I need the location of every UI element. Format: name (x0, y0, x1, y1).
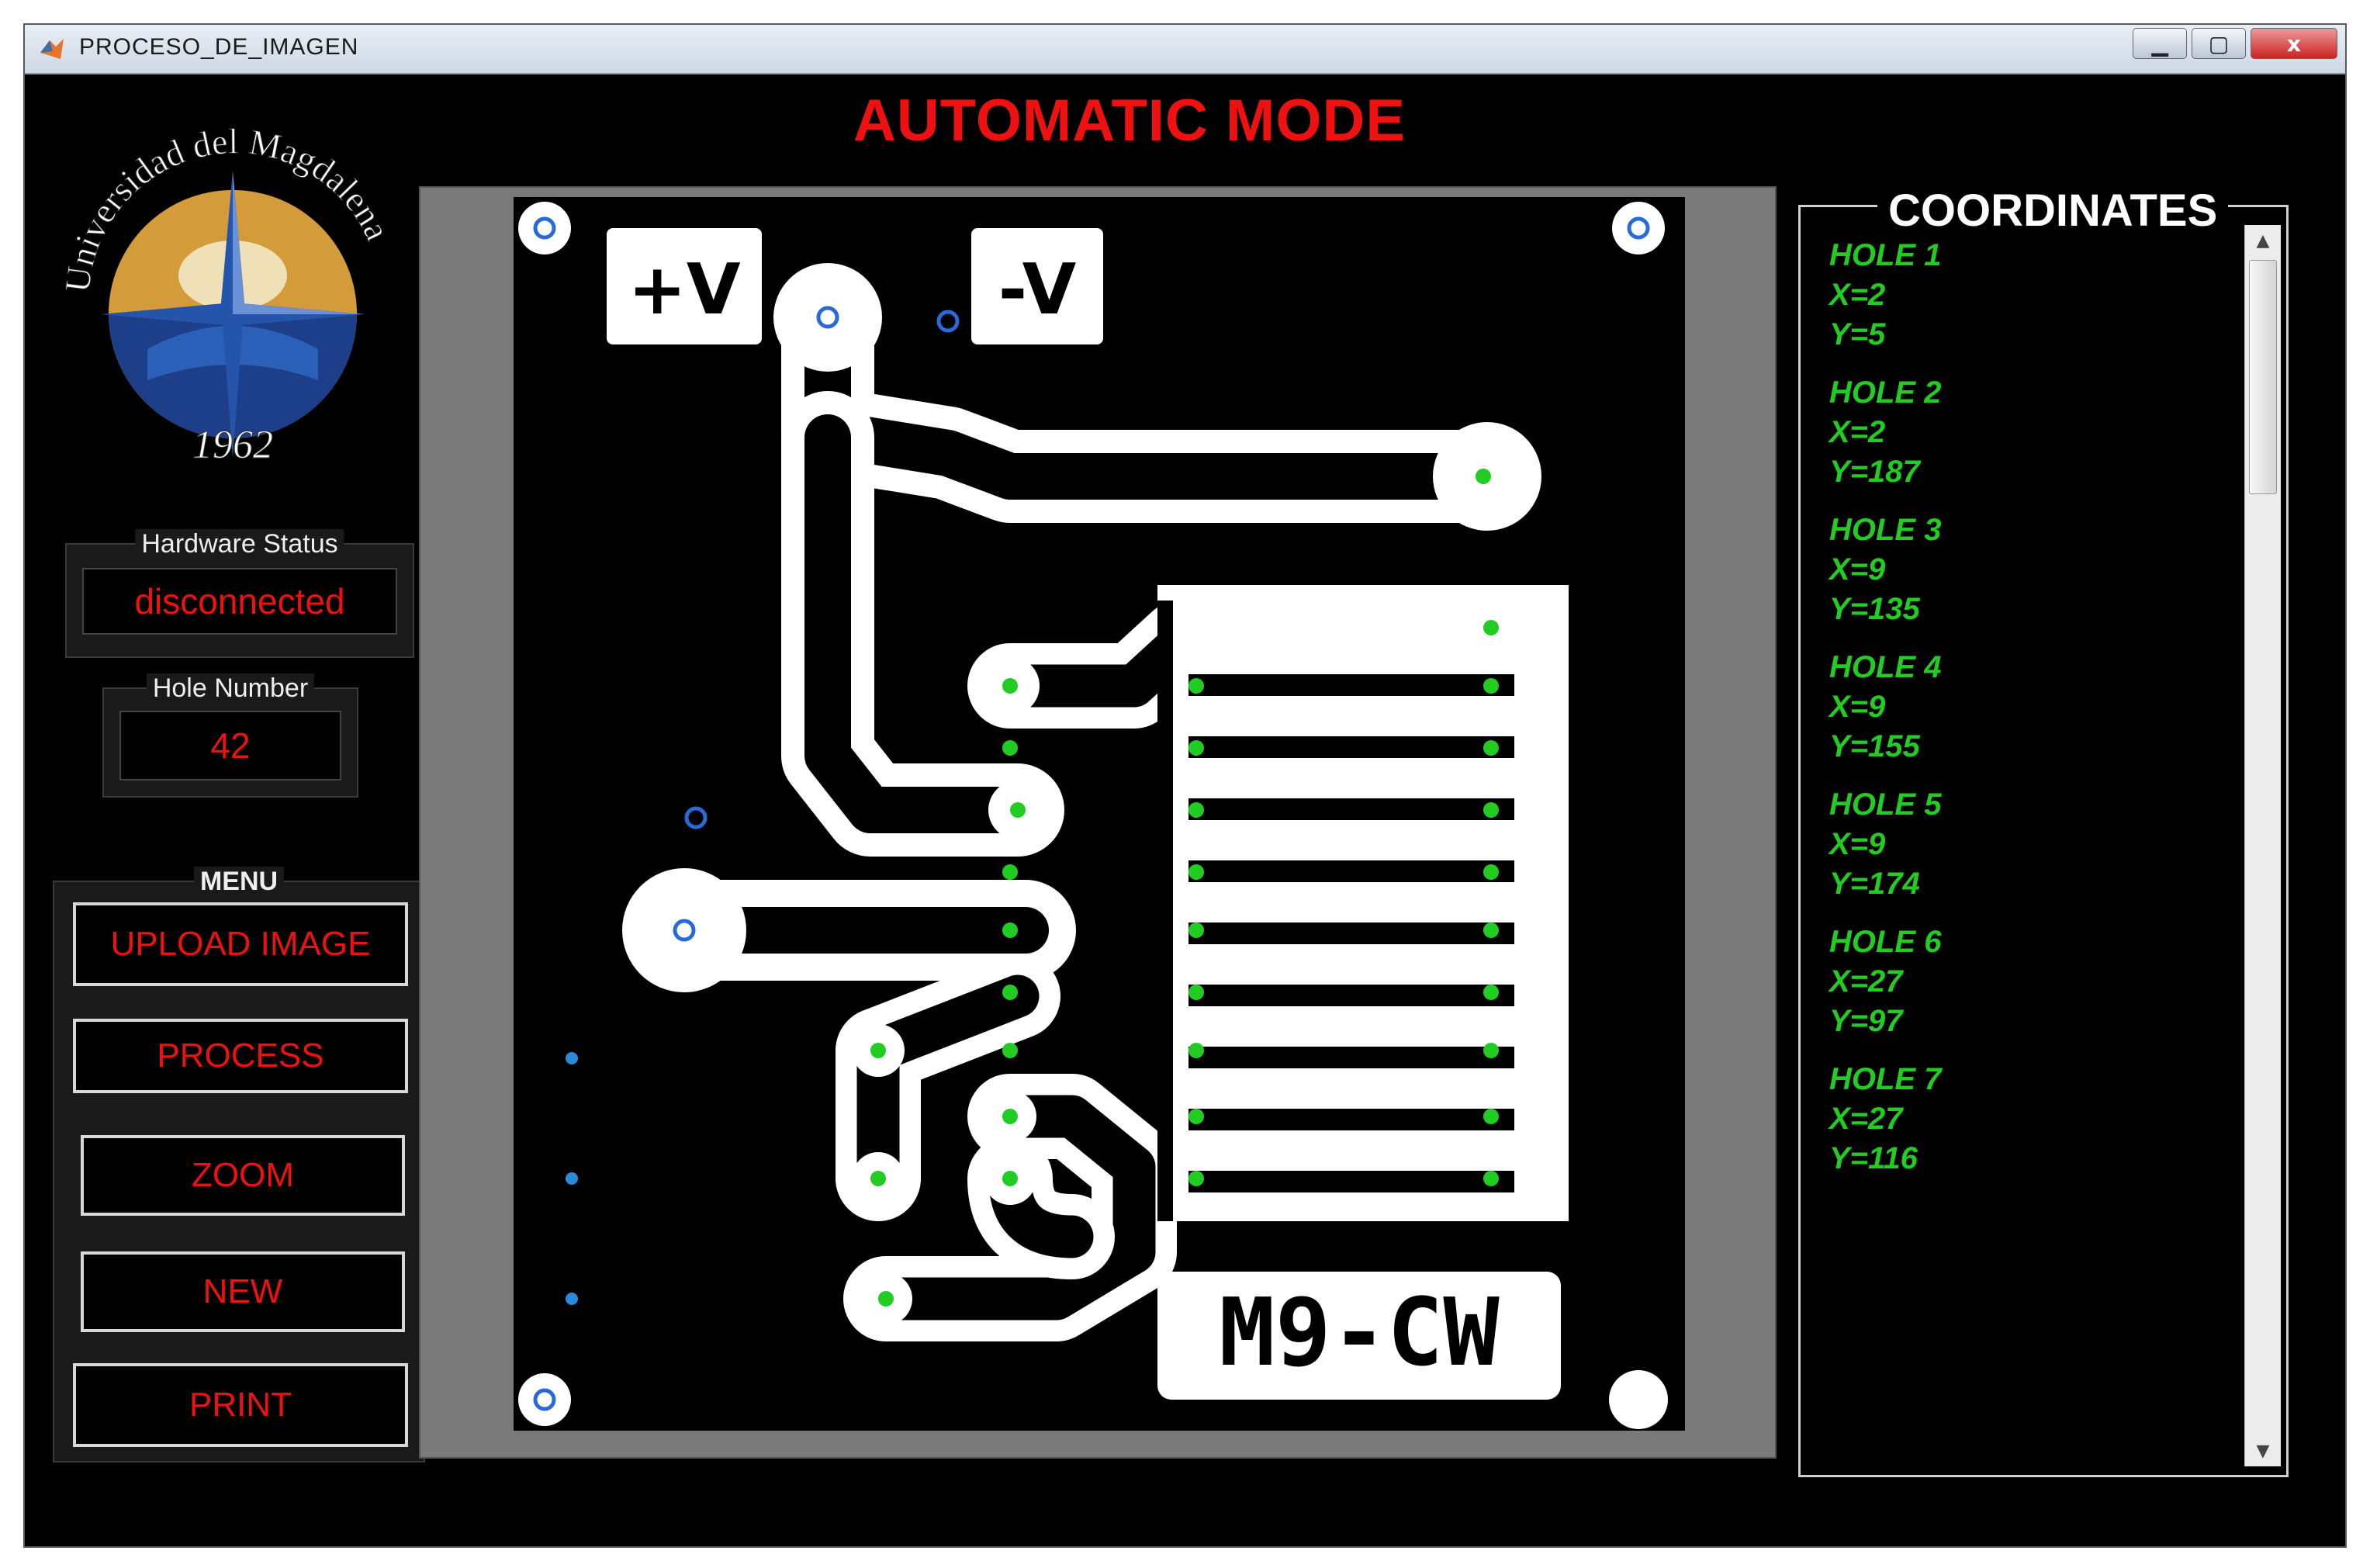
hole-x: X=27 (1829, 964, 1903, 999)
hole-name: HOLE 2 (1829, 376, 1942, 410)
maximize-icon: ▢ (2208, 30, 2230, 57)
hardware-status-label: Hardware Status (135, 529, 344, 559)
minimize-button[interactable]: ▁ (2133, 28, 2187, 59)
coordinates-scrollbar[interactable]: ▲ ▼ (2244, 225, 2281, 1466)
hole-x: X=9 (1829, 690, 1886, 724)
close-icon: x (2286, 30, 2302, 57)
hole-entry: HOLE 4 X=9 Y=155 (1829, 648, 2242, 767)
hole-entry: HOLE 7 X=27 Y=116 (1829, 1060, 2242, 1179)
hole-number-label: Hole Number (146, 673, 315, 704)
title-bar[interactable]: PROCESO_DE_IMAGEN ▁ ▢ x (25, 25, 2345, 74)
hole-name: HOLE 6 (1829, 925, 1942, 959)
hole-entry: HOLE 1 X=2 Y=5 (1829, 236, 2242, 355)
matlab-icon (40, 39, 64, 59)
hole-x: X=2 (1829, 278, 1886, 312)
hole-x: X=9 (1829, 827, 1886, 861)
minimize-icon: ▁ (2151, 30, 2168, 57)
pcb-brand-label: M9-CW (1219, 1279, 1500, 1387)
maximize-button[interactable]: ▢ (2192, 28, 2246, 59)
hole-name: HOLE 3 (1829, 513, 1942, 547)
hole-name: HOLE 7 (1829, 1062, 1942, 1096)
hole-y: Y=5 (1829, 317, 1886, 351)
hole-y: Y=174 (1829, 867, 1920, 901)
hole-y: Y=116 (1829, 1141, 1918, 1175)
hole-number-panel: Hole Number 42 (102, 673, 358, 798)
hole-y: Y=135 (1829, 592, 1920, 626)
hardware-status-value: disconnected (82, 568, 397, 635)
hole-entry: HOLE 5 X=9 Y=174 (1829, 785, 2242, 904)
hole-name: HOLE 5 (1829, 787, 1942, 822)
pcb-image[interactable]: +V -V M9-CW (514, 197, 1685, 1431)
scroll-thumb[interactable] (2249, 260, 2277, 494)
hole-x: X=27 (1829, 1102, 1903, 1136)
coordinates-title: COORDINATES (1877, 185, 2229, 237)
scroll-up-icon[interactable]: ▲ (2256, 230, 2270, 251)
print-button[interactable]: PRINT (73, 1363, 408, 1447)
logo-year: 1962 (192, 423, 273, 467)
pcb-label-plus-v: +V (628, 249, 740, 331)
new-button[interactable]: NEW (81, 1251, 405, 1332)
upload-image-button[interactable]: UPLOAD IMAGE (73, 902, 408, 986)
hole-y: Y=155 (1829, 729, 1920, 763)
hole-entry: HOLE 6 X=27 Y=97 (1829, 922, 2242, 1041)
hole-number-value: 42 (119, 711, 341, 781)
hole-entry: HOLE 3 X=9 Y=135 (1829, 511, 2242, 629)
hole-x: X=9 (1829, 552, 1886, 587)
hole-entry: HOLE 2 X=2 Y=187 (1829, 373, 2242, 492)
menu-label: MENU (193, 867, 285, 897)
hole-y: Y=97 (1829, 1004, 1903, 1038)
mode-title: AUTOMATIC MODE (853, 88, 1406, 154)
university-logo: Universidad del Magdalena 1962 (57, 121, 398, 468)
window-title: PROCESO_DE_IMAGEN (79, 34, 359, 60)
hole-markers (533, 216, 1650, 1411)
image-display-panel: +V -V M9-CW (419, 186, 1777, 1459)
hole-x: X=2 (1829, 415, 1886, 449)
zoom-button[interactable]: ZOOM (81, 1135, 405, 1216)
process-button[interactable]: PROCESS (73, 1019, 408, 1093)
hole-name: HOLE 1 (1829, 238, 1942, 272)
hole-name: HOLE 4 (1829, 650, 1942, 684)
menu-panel: MENU UPLOAD IMAGE PROCESS ZOOM NEW PRINT (53, 867, 425, 1462)
hardware-status-panel: Hardware Status disconnected (65, 529, 414, 658)
coordinates-list[interactable]: HOLE 1 X=2 Y=5 HOLE 2 X=2 Y=187 HOLE 3 X… (1808, 217, 2242, 1466)
scroll-down-icon[interactable]: ▼ (2256, 1441, 2270, 1461)
pcb-label-minus-v: -V (998, 249, 1077, 331)
hole-y: Y=187 (1829, 455, 1920, 489)
close-button[interactable]: x (2251, 28, 2337, 59)
